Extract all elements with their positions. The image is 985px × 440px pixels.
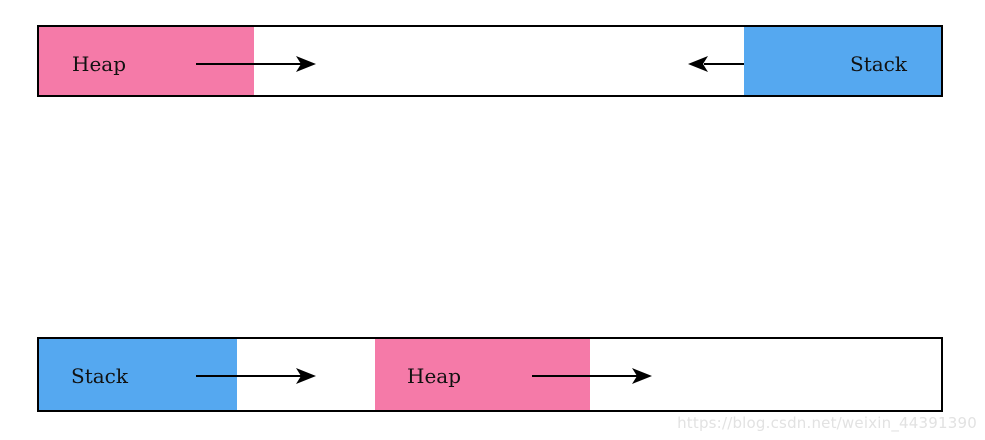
heap-growth-arrow-top (196, 56, 316, 72)
memory-layout-top: Heap Stack (37, 25, 943, 97)
stack-growth-arrow-bottom (196, 368, 316, 384)
stack-block-bottom: Stack (39, 339, 237, 410)
heap-label-top: Heap (72, 52, 127, 76)
memory-layout-bottom: Stack Heap (37, 337, 943, 412)
heap-block-top: Heap (39, 27, 254, 95)
stack-label-bottom: Stack (71, 364, 128, 388)
stack-label-top: Stack (850, 52, 907, 76)
heap-label-bottom: Heap (407, 364, 462, 388)
stack-block-top: Stack (744, 27, 941, 95)
heap-growth-arrow-bottom (532, 368, 652, 384)
heap-block-bottom: Heap (375, 339, 590, 410)
watermark-text: https://blog.csdn.net/weixin_44391390 (677, 414, 977, 432)
